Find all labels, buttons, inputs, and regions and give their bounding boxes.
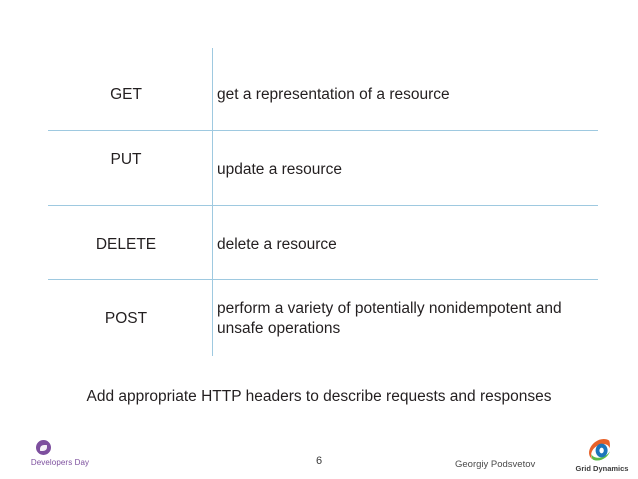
table-cell-method-put: PUT (110, 151, 142, 168)
table-cell-method-delete: DELETE (95, 236, 157, 253)
grid-dynamics-logo: Grid Dynamics (570, 438, 634, 476)
table-vertical-divider (212, 48, 213, 356)
grid-dynamics-swirl-icon (586, 438, 612, 462)
developers-day-logo-label: Developers Day (30, 458, 90, 467)
developers-day-logo: Developers Day (8, 440, 112, 476)
table-cell-description-get: get a representation of a resource (217, 86, 450, 103)
grid-dynamics-logo-label: Grid Dynamics (575, 464, 629, 473)
table-cell-method-post: POST (104, 310, 148, 327)
table-cell-method-get: GET (110, 86, 142, 103)
presenter-name: Georgiy Podsvetov (455, 459, 536, 470)
page-number: 6 (315, 455, 323, 467)
table-cell-description-post: perform a variety of potentially nonidem… (217, 300, 562, 338)
table-row-divider-1 (48, 130, 598, 131)
table-row-divider-3 (48, 279, 598, 280)
slide-caption: Add appropriate HTTP headers to describe… (86, 388, 552, 405)
table-row-divider-2 (48, 205, 598, 206)
table-cell-description-put: update a resource (217, 161, 342, 178)
table-cell-description-delete: delete a resource (217, 236, 337, 253)
developers-day-circle-icon (36, 440, 51, 455)
